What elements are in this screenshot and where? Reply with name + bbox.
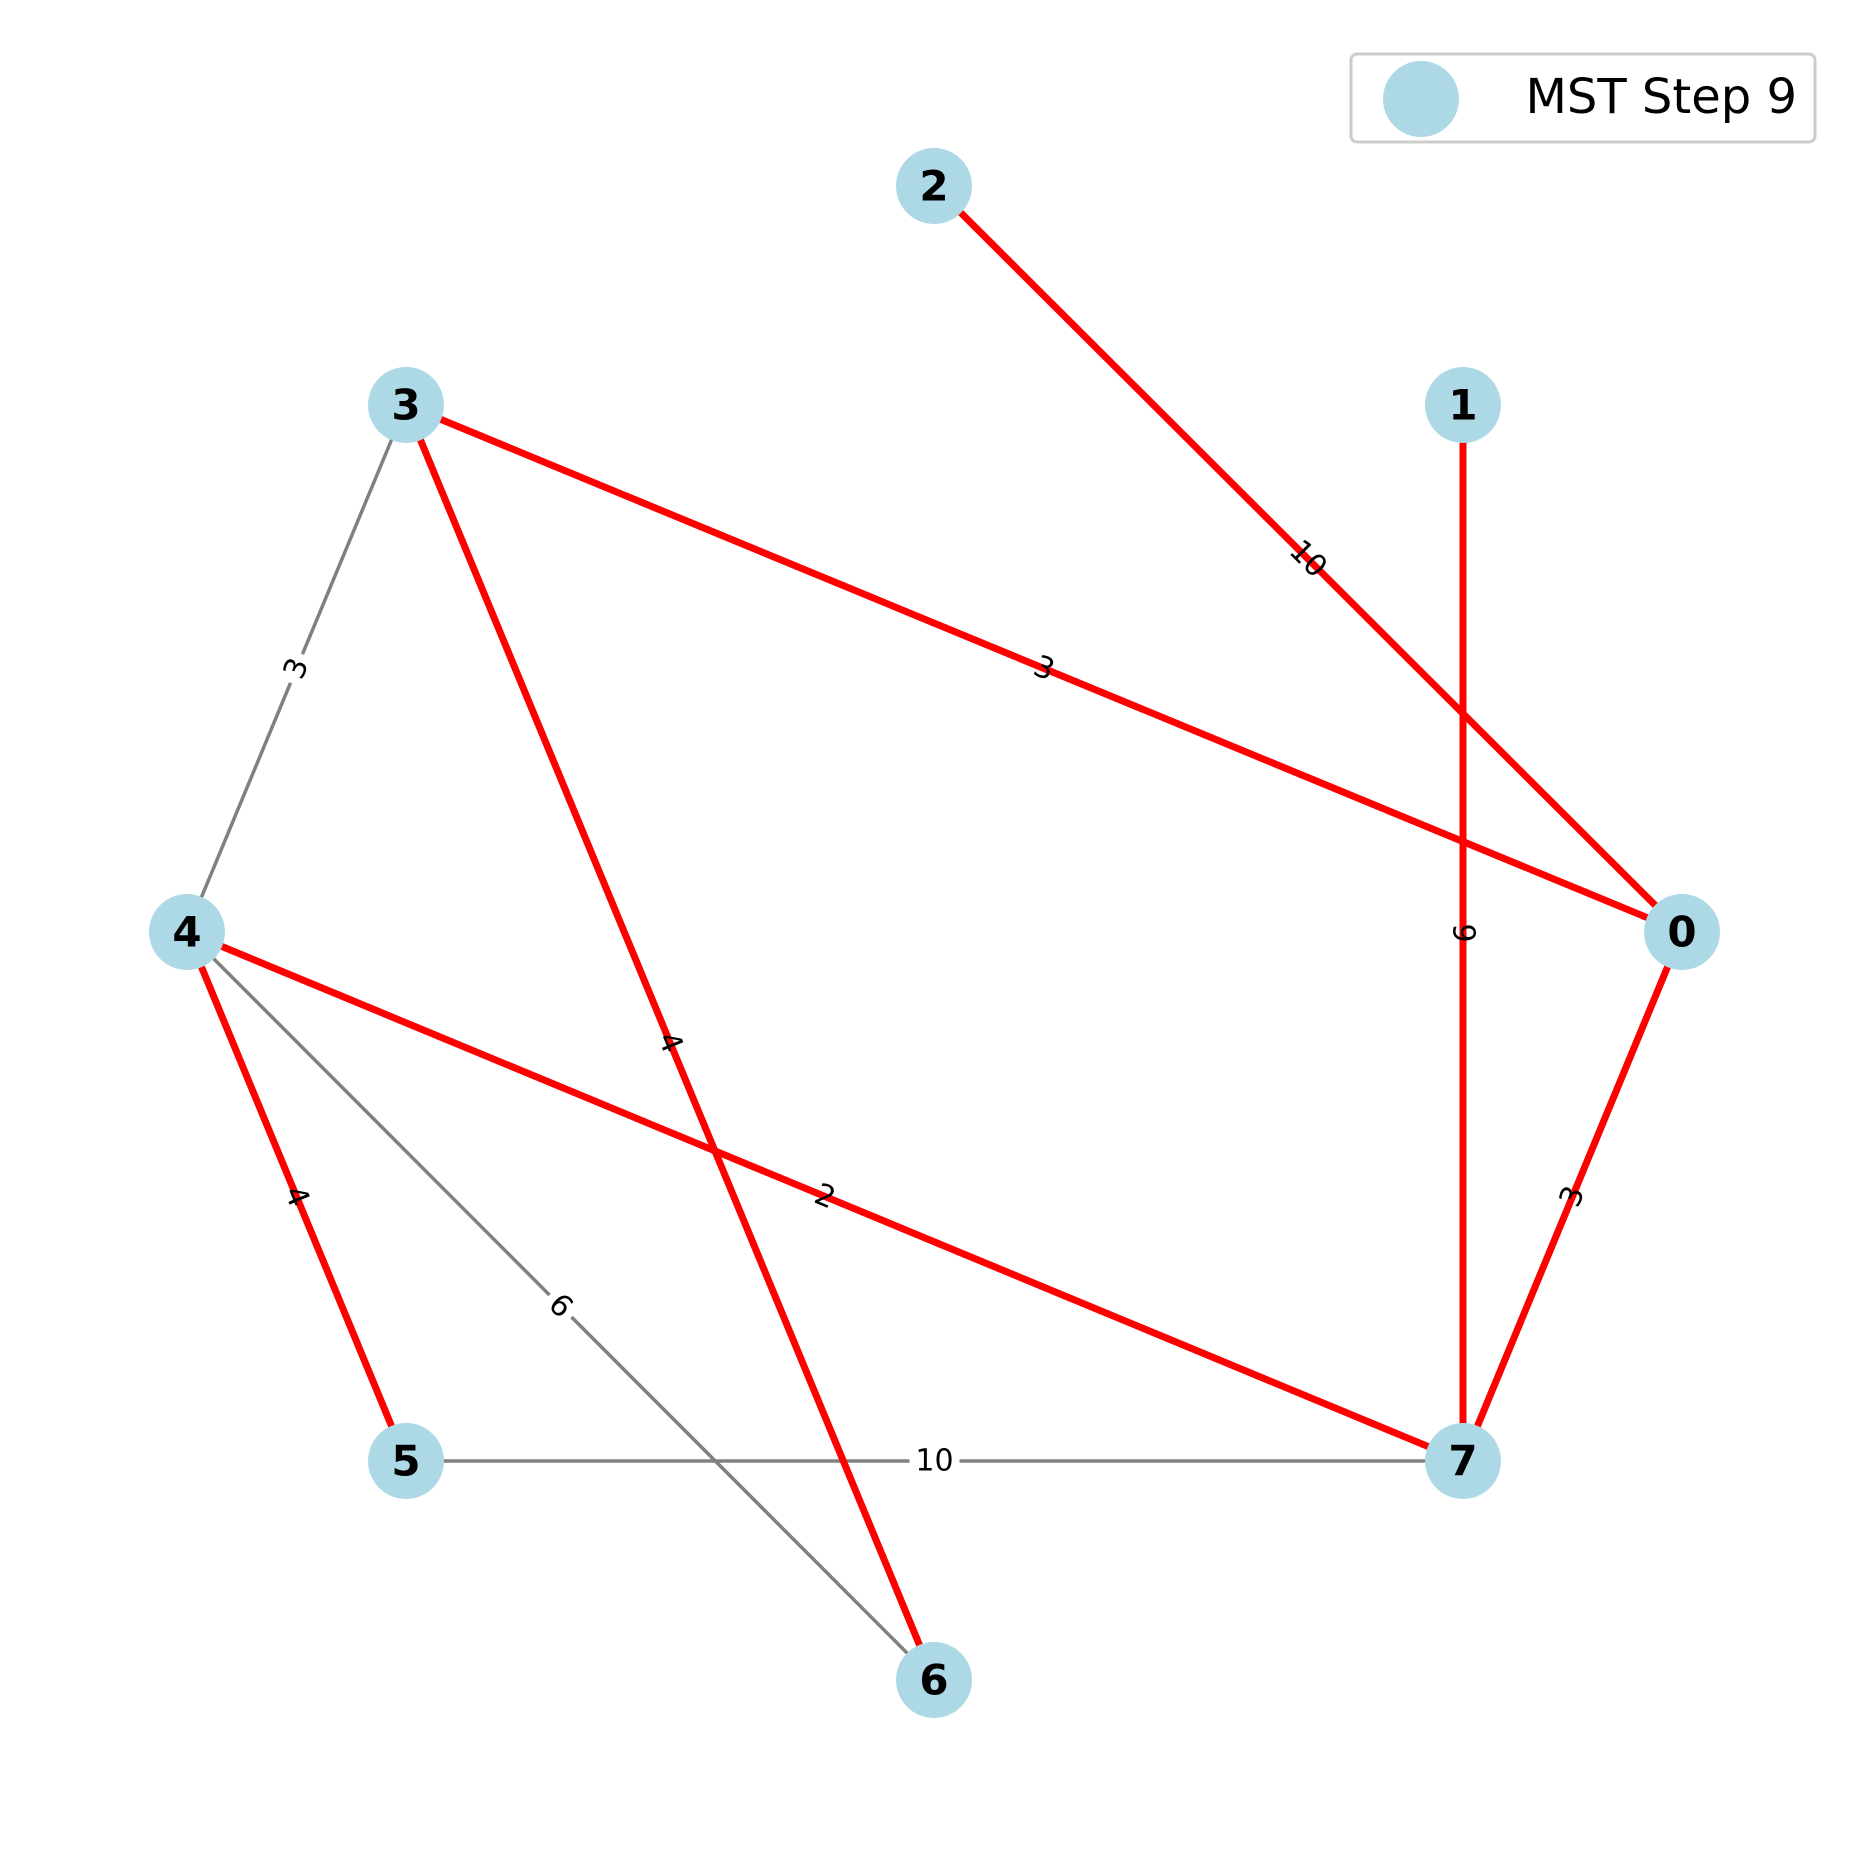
legend-frame xyxy=(1349,52,1817,144)
legend-node-marker xyxy=(1383,61,1459,137)
edge-label-group-5-7: 10 xyxy=(909,1441,960,1481)
edge-label-background xyxy=(535,1280,586,1332)
node-0: 0 xyxy=(1644,894,1720,970)
node-5: 5 xyxy=(368,1423,444,1499)
edge-label-group-3-0: 3 xyxy=(1028,649,1059,689)
node-circle xyxy=(1425,1423,1501,1499)
edge-3-0-mst xyxy=(402,401,1686,936)
node-2: 2 xyxy=(896,148,972,224)
edge-weight-label: 4 xyxy=(277,1181,317,1212)
node-label: 1 xyxy=(1448,381,1477,430)
node-label: 5 xyxy=(391,1437,420,1486)
legend: MST Step 9 xyxy=(1349,52,1817,144)
node-4: 4 xyxy=(149,894,225,970)
node-label: 2 xyxy=(919,162,948,211)
edge-label-group-4-6: 6 xyxy=(535,1280,586,1332)
node-3: 3 xyxy=(368,367,444,443)
nodes-layer: 0 1 2 3 4 5 6 7 xyxy=(149,148,1720,1718)
node-circle xyxy=(368,367,444,443)
edge-label-group-0-7: 3 xyxy=(1553,1181,1593,1212)
edge-label-group-4-5: 4 xyxy=(277,1181,317,1212)
node-circle xyxy=(1425,367,1501,443)
node-circle xyxy=(149,894,225,970)
node-label: 4 xyxy=(172,908,201,957)
edge-label-background xyxy=(909,1441,960,1481)
edge-weight-label: 3 xyxy=(1553,1181,1593,1212)
edge-label-group-1-7: 9 xyxy=(1446,923,1481,942)
node-circle xyxy=(896,1642,972,1718)
edge-4-7-mst xyxy=(183,928,1467,1465)
edges-layer xyxy=(183,182,1686,1684)
legend-label: MST Step 9 xyxy=(1525,69,1797,125)
node-1: 1 xyxy=(1425,367,1501,443)
edge-0-7-mst xyxy=(1459,928,1686,1465)
edge-weight-label: 2 xyxy=(809,1177,840,1217)
edge-2-0-mst xyxy=(930,182,1686,936)
node-circle xyxy=(368,1423,444,1499)
node-label: 7 xyxy=(1448,1437,1477,1486)
edge-label-group-3-4: 3 xyxy=(272,646,321,691)
node-label: 0 xyxy=(1667,908,1696,957)
edge-label-group-3-6: 4 xyxy=(650,1027,690,1058)
edge-label-group-4-7: 2 xyxy=(809,1177,840,1217)
node-label: 6 xyxy=(919,1656,948,1705)
edge-3-6-mst xyxy=(402,401,938,1684)
edge-weight-label: 9 xyxy=(1446,923,1481,942)
node-6: 6 xyxy=(896,1642,972,1718)
node-circle xyxy=(1644,894,1720,970)
edge-weight-label: 4 xyxy=(650,1027,690,1058)
node-circle xyxy=(896,148,972,224)
node-7: 7 xyxy=(1425,1423,1501,1499)
node-label: 3 xyxy=(391,381,420,430)
edge-4-5-mst xyxy=(183,928,410,1465)
edge-weight-label: 10 xyxy=(915,1444,953,1479)
edge-label-background xyxy=(272,646,321,691)
edge-weight-label: 3 xyxy=(1028,649,1059,689)
